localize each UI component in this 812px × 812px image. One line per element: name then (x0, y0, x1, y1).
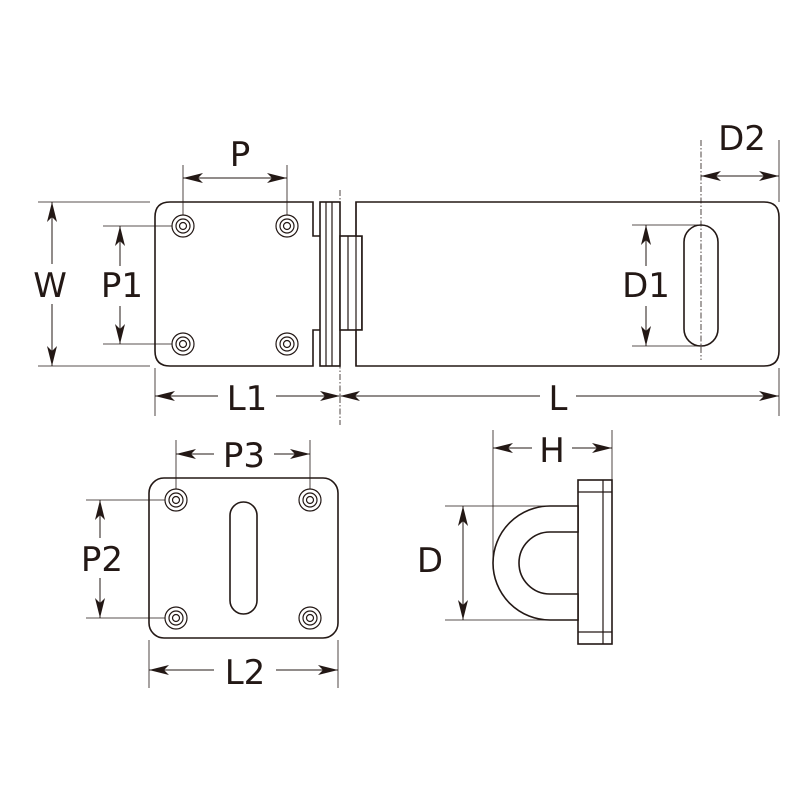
dimension-D1: D1 (620, 225, 674, 346)
staple-plate-view: P3 P2 L2 (74, 434, 339, 693)
dimension-L1: L1 (155, 376, 340, 419)
dimension-P3: P3 (176, 434, 310, 476)
label-P: P (230, 135, 251, 175)
dimension-D: D (417, 506, 468, 620)
staple-side-view: H D (417, 428, 613, 645)
label-D2: D2 (718, 119, 766, 159)
dimension-L2: L2 (149, 650, 338, 693)
label-P1: P1 (101, 266, 143, 306)
dimension-P2: P2 (74, 500, 130, 618)
dimension-P1: P1 (96, 226, 148, 344)
dimension-D2: D2 (701, 119, 779, 181)
dimension-L: L (340, 376, 779, 419)
staple-base (577, 479, 613, 645)
screw-hole (275, 332, 299, 356)
label-H: H (539, 431, 565, 471)
screw-hole (164, 606, 188, 630)
label-L1: L1 (227, 379, 268, 419)
label-L: L (549, 379, 568, 419)
extension-lines-staple-plate (86, 440, 339, 688)
dimension-P: P (183, 135, 287, 183)
label-D: D (417, 541, 443, 581)
label-P3: P3 (223, 436, 265, 476)
staple-plate-slot (229, 501, 258, 615)
staple-loop (492, 505, 579, 621)
label-L2: L2 (225, 653, 266, 693)
hasp-left-plate (154, 201, 337, 367)
hasp-top-view: P D2 W P1 D1 L1 L (30, 119, 780, 425)
label-D1: D1 (622, 266, 670, 306)
dimension-H: H (493, 428, 612, 471)
dimension-W: W (30, 202, 74, 366)
label-P2: P2 (81, 540, 123, 580)
label-W: W (33, 266, 67, 306)
screw-hole (298, 606, 322, 630)
